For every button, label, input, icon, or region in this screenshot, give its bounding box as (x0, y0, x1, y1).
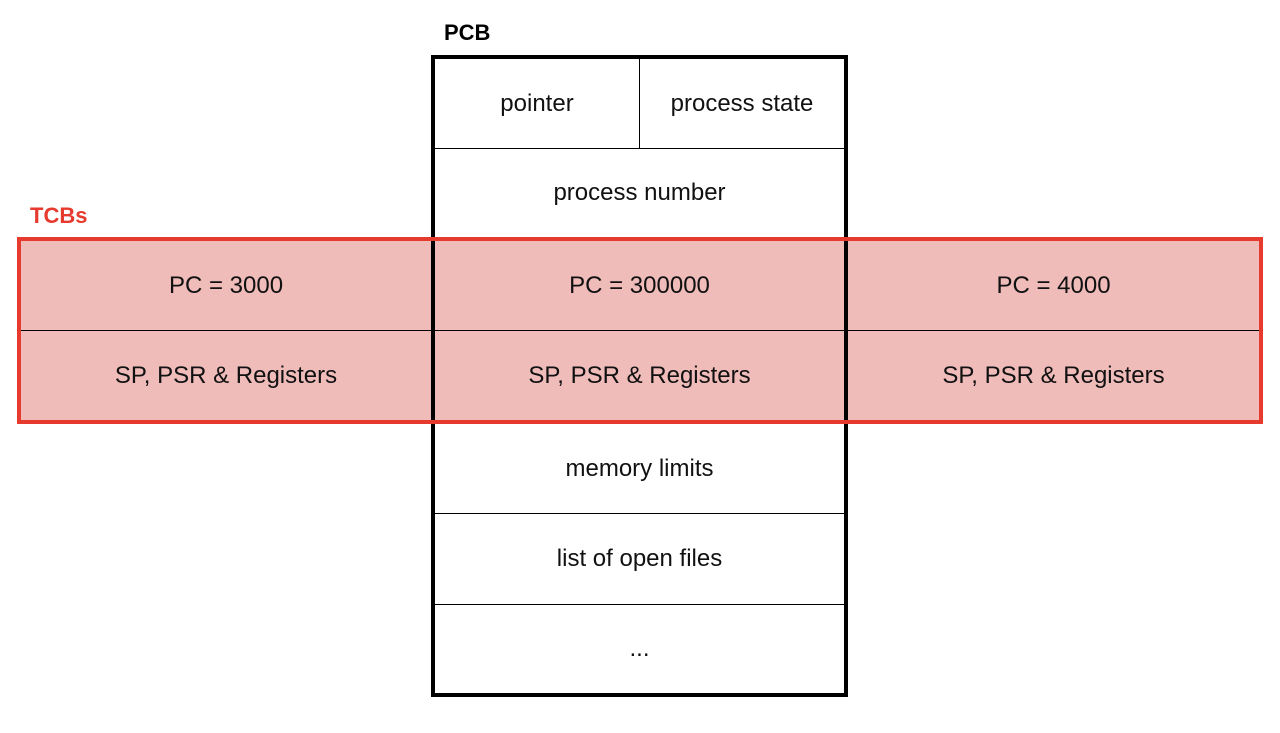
pcb-top-row-divider (639, 59, 640, 148)
pcb-ellipsis-cell: ... (629, 635, 650, 662)
tcb-2-pc-cell: PC = 300000 (569, 271, 710, 299)
pcb-memory-limits-cell: memory limits (565, 454, 714, 482)
tcb-1-registers-cell: SP, PSR & Registers (114, 361, 338, 389)
tcb-1-pc-cell: PC = 3000 (168, 271, 284, 299)
tcb-3-registers-cell: SP, PSR & Registers (942, 361, 1165, 389)
pcb-right-edge-over-tcbs (844, 241, 848, 420)
pcb-process-state-cell: process state (670, 89, 814, 117)
pcb-label: PCB (444, 20, 491, 45)
pcb-row-divider (432, 604, 847, 605)
pcb-row-divider (432, 513, 847, 514)
tcb-3-pc-cell: PC = 4000 (996, 271, 1111, 299)
tcbs-row-divider (21, 330, 1259, 331)
pcb-pointer-cell: pointer (500, 89, 574, 117)
pcb-row-divider (432, 148, 847, 149)
tcb-2-registers-cell: SP, PSR & Registers (528, 361, 751, 389)
pcb-open-files-cell: list of open files (556, 545, 723, 572)
tcbs-label: TCBs (30, 203, 88, 228)
pcb-left-edge-over-tcbs (431, 241, 435, 420)
pcb-process-number-cell: process number (553, 179, 726, 206)
